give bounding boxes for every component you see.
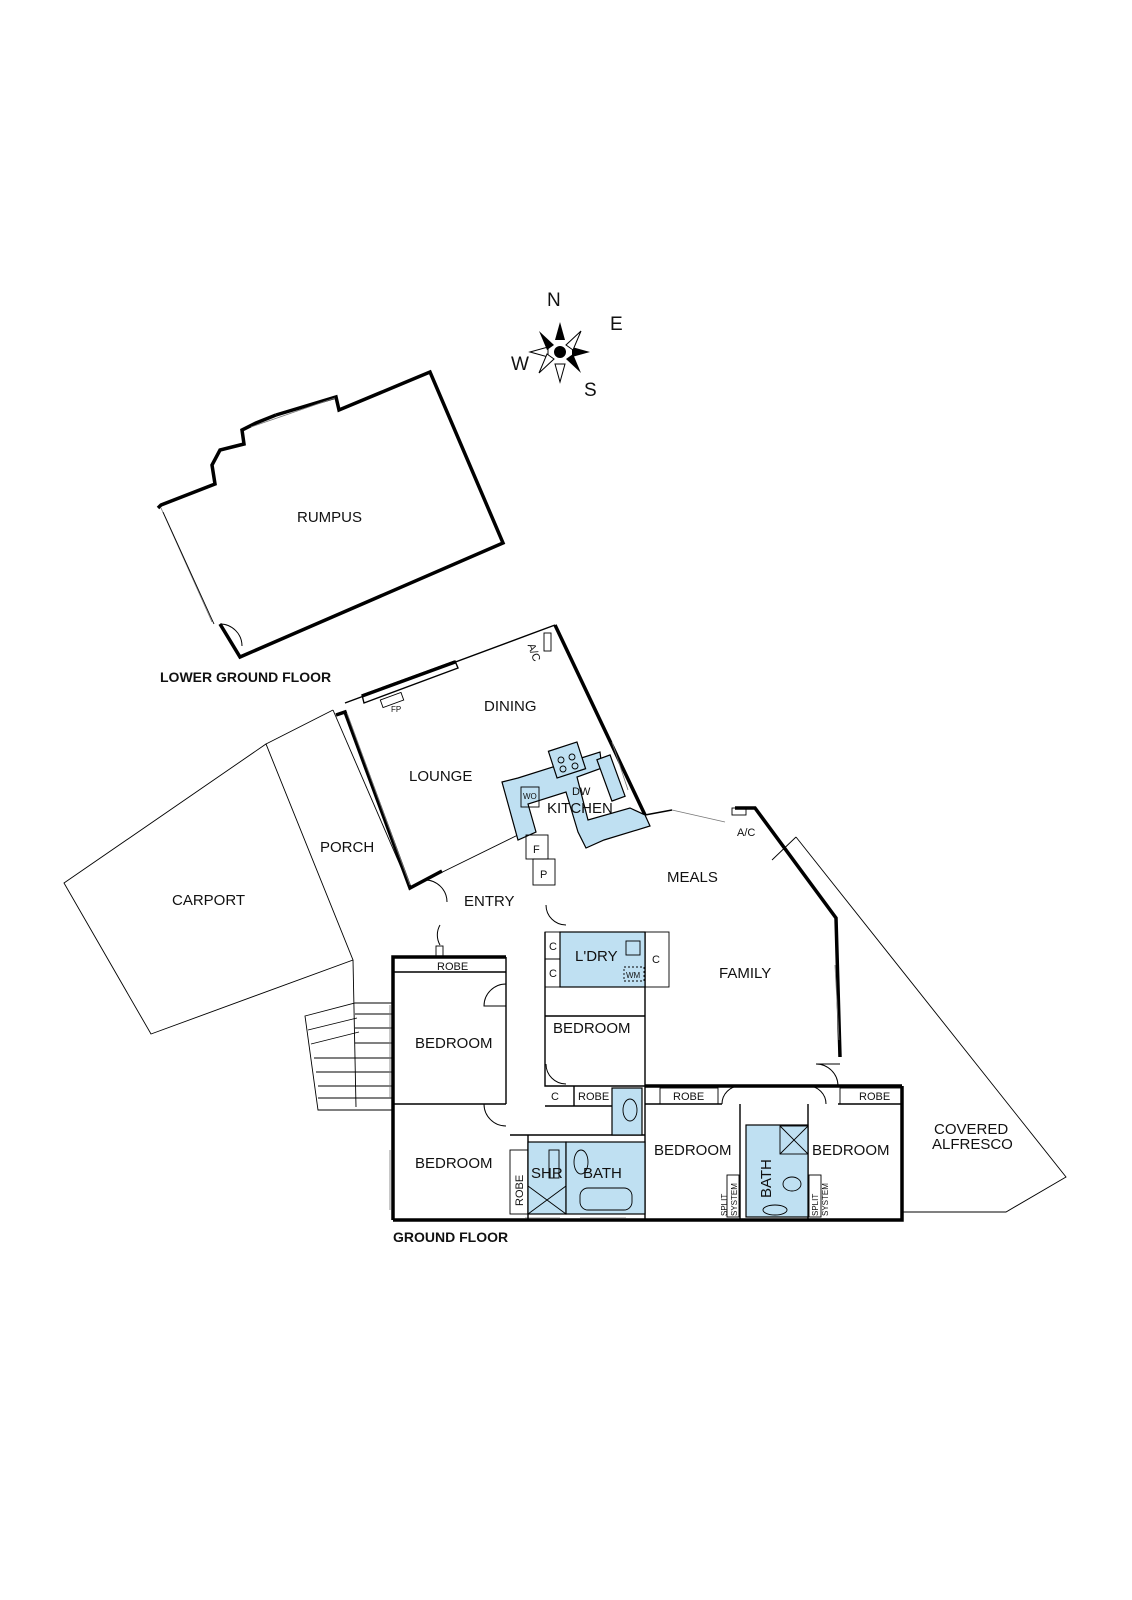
compass-south-label: S xyxy=(584,380,597,401)
dishwasher-label: DW xyxy=(572,786,591,798)
washing-machine-label: WM xyxy=(626,971,641,980)
bedroom-label-1: BEDROOM xyxy=(415,1035,493,1052)
compass-west-label: W xyxy=(511,354,529,375)
porch-label: PORCH xyxy=(320,839,374,856)
bath-area-east xyxy=(745,1124,809,1218)
robe-label-east-1: ROBE xyxy=(673,1091,704,1103)
split-system-label-1a: SPLIT xyxy=(720,1194,729,1216)
compass-east-label: E xyxy=(610,314,623,335)
cupboard-label-3: C xyxy=(652,954,660,966)
aircon-dining-label: A/C xyxy=(525,642,543,663)
shower-area xyxy=(527,1141,567,1215)
ground-floor-title: GROUND FLOOR xyxy=(393,1229,508,1245)
compass-north-label: N xyxy=(547,290,561,311)
robe-label-west-bedroom: ROBE xyxy=(437,961,468,973)
split-system-label-2a: SPLIT xyxy=(811,1194,820,1216)
robe-label-west-bath: ROBE xyxy=(514,1175,526,1206)
cupboard-label-1: C xyxy=(549,941,557,953)
lower-ground-floor-title: LOWER GROUND FLOOR xyxy=(160,669,331,685)
split-system-label-2b: SYSTEM xyxy=(821,1183,830,1216)
ground-floor-plan: FP A/C A/C xyxy=(335,624,1067,1222)
porch-outline xyxy=(265,709,334,745)
bedroom-label-2: BEDROOM xyxy=(553,1020,631,1037)
aircon-meals-label: A/C xyxy=(737,827,755,839)
split-system-label-1b: SYSTEM xyxy=(730,1183,739,1216)
kitchen-joinery xyxy=(501,741,651,886)
covered-alfresco-label-line1: COVERED xyxy=(934,1121,1008,1138)
meals-label: MEALS xyxy=(667,869,718,886)
robe-label-east-2: ROBE xyxy=(859,1091,890,1103)
robe-label-central: ROBE xyxy=(578,1091,609,1103)
pantry-label: P xyxy=(540,869,547,881)
shower-label: SHR xyxy=(531,1165,563,1182)
lower-ground-floor-plan xyxy=(156,369,506,660)
bath-label-east: BATH xyxy=(758,1159,775,1198)
wall-oven-label: WO xyxy=(523,792,537,801)
compass-rose-icon xyxy=(528,322,590,384)
cupboard-label-4: C xyxy=(551,1091,559,1103)
laundry-label: L'DRY xyxy=(575,948,618,965)
carport-area xyxy=(63,743,354,1035)
bedroom-label-3: BEDROOM xyxy=(415,1155,493,1172)
bedroom-label-5: BEDROOM xyxy=(812,1142,890,1159)
kitchen-label: KITCHEN xyxy=(547,800,613,817)
carport-label: CARPORT xyxy=(172,892,245,909)
cupboard-label-2: C xyxy=(549,968,557,980)
fridge-label: F xyxy=(533,844,540,856)
stairs xyxy=(304,1002,393,1111)
covered-alfresco-label-line2: ALFRESCO xyxy=(932,1136,1013,1153)
family-label: FAMILY xyxy=(719,965,771,982)
rumpus-label: RUMPUS xyxy=(297,509,362,526)
dining-label: DINING xyxy=(484,698,537,715)
bedroom-label-4: BEDROOM xyxy=(654,1142,732,1159)
fireplace-label: FP xyxy=(391,705,401,714)
lounge-label: LOUNGE xyxy=(409,768,472,785)
entry-label: ENTRY xyxy=(464,893,515,910)
bath-label-west: BATH xyxy=(583,1165,622,1182)
